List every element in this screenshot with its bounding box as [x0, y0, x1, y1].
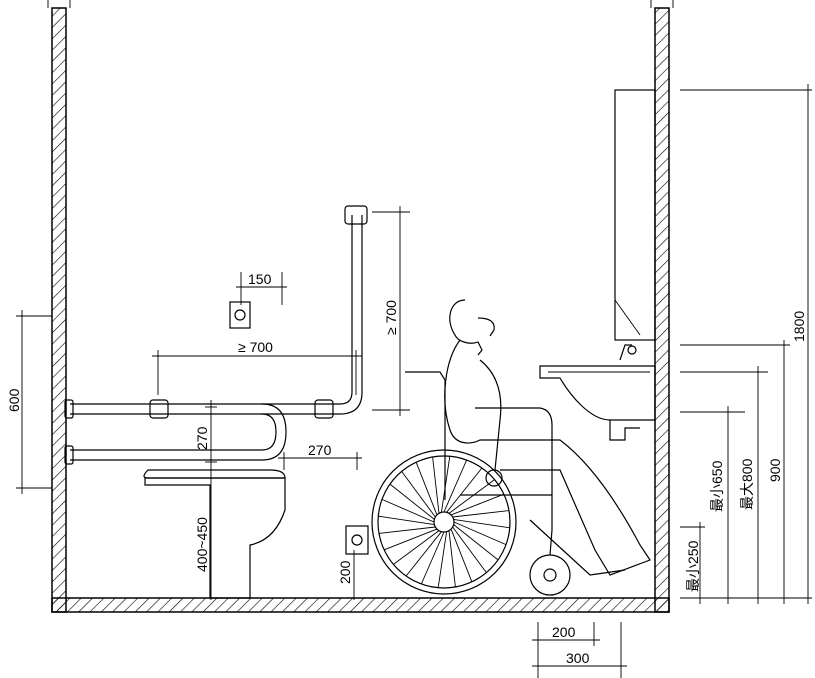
- dim-horizontal-270: 270: [278, 442, 362, 470]
- dim-900-label: 900: [767, 458, 783, 482]
- wheel-spoke: [383, 528, 438, 551]
- dim-max-800-label: 最大800: [739, 458, 755, 510]
- wall-flush-button: [229, 301, 251, 329]
- wheel-spoke: [446, 467, 483, 513]
- wheel-spoke: [378, 526, 436, 534]
- wheel-spoke: [453, 521, 507, 546]
- dim-300-clearance-label: 300: [566, 650, 590, 666]
- wheel-spoke: [440, 456, 451, 513]
- dim-200-floor-label: 200: [337, 560, 353, 584]
- wheel-spoke: [452, 510, 510, 518]
- wheel-spoke: [450, 493, 505, 516]
- wheel-spoke: [381, 498, 435, 523]
- dim-1800-label: 1800: [791, 311, 807, 342]
- wheel-spoke: [453, 518, 510, 529]
- wheel-spoke: [453, 524, 499, 561]
- dim-vertical-700-label: ≥ 700: [383, 300, 399, 335]
- wheel-spoke: [378, 515, 435, 526]
- wheelchair-user: [371, 299, 651, 596]
- wheel-spoke: [443, 459, 468, 513]
- dim-vertical-270-label: 270: [194, 426, 210, 450]
- wheel-spoke: [389, 483, 435, 520]
- wheel-spoke: [393, 530, 440, 565]
- dim-min-250-label: 最小250: [685, 540, 701, 592]
- wheel-spoke: [415, 461, 438, 516]
- dim-horizontal-700-label: ≥ 700: [238, 339, 273, 355]
- wheel-spoke: [405, 531, 442, 577]
- dim-150: 150: [236, 271, 287, 305]
- u-shaped-grab-bar: [64, 403, 287, 465]
- floor-slab: [51, 597, 670, 613]
- wash-basin: [539, 344, 656, 441]
- dim-600: 600: [6, 310, 52, 494]
- basin-dimensions: 最小250 最小650 最大800 900 1800: [680, 84, 812, 604]
- dim-150-label: 150: [248, 271, 272, 287]
- dim-vertical-270: 270 400~450: [194, 400, 217, 600]
- wheel-spoke: [401, 471, 436, 518]
- dim-min-650-label: 最小650: [709, 460, 725, 512]
- wheel-spoke: [437, 531, 448, 588]
- wheel-spoke: [448, 479, 495, 514]
- toilet: [143, 469, 286, 599]
- wheel-spoke: [420, 531, 445, 585]
- mirror: [614, 89, 656, 341]
- wheel-spokes: [378, 456, 510, 588]
- dim-seat-height-label: 400~450: [194, 517, 210, 572]
- floor-flush-button: [345, 525, 369, 555]
- dim-600-label: 600: [6, 388, 22, 412]
- l-shaped-grab-bar: [64, 205, 368, 419]
- wheel-spoke: [452, 526, 487, 573]
- wheel-spoke: [450, 528, 473, 583]
- left-wall: [51, 7, 67, 613]
- wheel-spoke: [448, 530, 456, 588]
- dim-horizontal-270-label: 270: [308, 442, 332, 458]
- dim-vertical-700: ≥ 700: [372, 206, 410, 416]
- dim-horizontal-700: ≥ 700: [152, 339, 362, 395]
- dim-200-clearance-label: 200: [552, 624, 576, 640]
- dim-200-floor-button: 200: [337, 550, 360, 600]
- wheel-spoke: [432, 456, 440, 514]
- foot-clearance-dimensions: 200 300: [532, 622, 627, 678]
- right-wall: [654, 7, 670, 613]
